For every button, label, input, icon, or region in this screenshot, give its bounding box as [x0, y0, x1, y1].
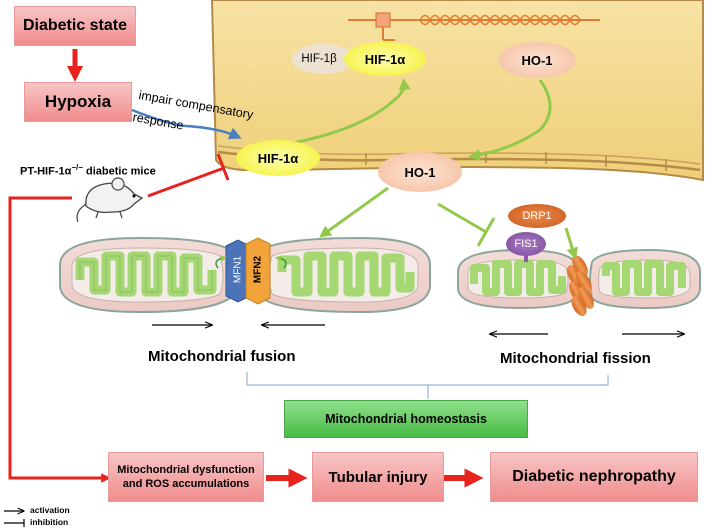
mitochondrion-fission-left — [457, 248, 579, 310]
dysfunction-label-line1: Mitochondrial dysfunction — [117, 464, 255, 476]
hif1b-node: HIF-1β — [292, 44, 354, 74]
drp1-node: DRP1 — [508, 204, 566, 228]
homeostasis-label: Mitochondrial homeostasis — [325, 412, 487, 426]
mitochondrion-fusion-right — [257, 236, 431, 314]
fis1-node: FIS1 — [506, 232, 546, 256]
fusion-label: Mitochondrial fusion — [148, 348, 296, 365]
hif1a-label: HIF-1α — [257, 150, 299, 166]
arrow-ho1-to-fusion — [319, 186, 389, 238]
homeostasis-box: Mitochondrial homeostasis — [284, 400, 528, 438]
ho1-label: HO-1 — [404, 164, 436, 180]
mice-label-suffix: diabetic mice — [82, 165, 156, 178]
diabetic-state-label: Diabetic state — [22, 17, 128, 34]
mice-label-prefix: PT-HIF-1α — [20, 165, 72, 178]
legend-activation-label: activation — [30, 505, 70, 515]
arrow-hif1a-to-nucleus — [287, 78, 411, 146]
tubular-label: Tubular injury — [328, 468, 428, 486]
mfn2-protein-icon — [245, 237, 271, 305]
hypoxia-label: Hypoxia — [44, 92, 112, 111]
mice-label-superscript: −/− — [71, 163, 83, 172]
mfn2-label: MFN2 — [252, 255, 264, 284]
movement-arrows — [152, 325, 684, 334]
hypoxia-box: Hypoxia — [24, 82, 132, 122]
mitochondrion-fusion-left — [59, 236, 235, 314]
arrow-mice-to-dysfunction — [8, 196, 111, 483]
inhibit-mice-to-hif1a — [147, 153, 230, 198]
mice-label: PT-HIF-1α−/− diabetic mice — [20, 163, 156, 178]
inhibit-ho1-to-fission — [437, 202, 496, 247]
arrow-nucleus-to-ho1 — [468, 79, 552, 161]
dysfunction-box: Mitochondrial dysfunction and ROS accumu… — [108, 452, 264, 502]
drp1-ring-icon — [567, 255, 594, 316]
diabetic-state-box: Diabetic state — [14, 6, 136, 46]
nephropathy-box: Diabetic nephropathy — [490, 452, 698, 502]
hif1b-label: HIF-1β — [301, 53, 337, 65]
dysfunction-label-line2: and ROS accumulations — [122, 478, 250, 490]
nephropathy-label: Diabetic nephropathy — [512, 468, 676, 485]
tubular-box: Tubular injury — [312, 452, 444, 502]
hif1a-nucleus-node: HIF-1α — [344, 42, 426, 76]
dna-strand-icon — [348, 12, 600, 41]
arrow-hypoxia-to-hif1a — [131, 108, 242, 140]
mouse-icon — [76, 177, 144, 223]
fis1-label: FIS1 — [514, 238, 538, 250]
mitochondrion-fission-right — [589, 248, 701, 310]
homeostasis-bracket — [246, 372, 609, 399]
mfn1-label: MFN1 — [232, 255, 244, 284]
fission-label: Mitochondrial fission — [500, 350, 651, 367]
hif1a-node: HIF-1α — [236, 140, 320, 176]
arrow-drp1-to-fission — [564, 227, 578, 260]
legend-inhibition-label: inhibition — [30, 517, 69, 527]
ho1-nucleus-node: HO-1 — [498, 42, 576, 78]
drp1-label: DRP1 — [522, 210, 552, 222]
tether-arrows — [215, 255, 287, 269]
legend — [4, 511, 24, 527]
ho1-node: HO-1 — [378, 152, 462, 192]
hif1a-nucleus-label: HIF-1α — [364, 51, 406, 67]
ho1-nucleus-label: HO-1 — [521, 52, 553, 68]
